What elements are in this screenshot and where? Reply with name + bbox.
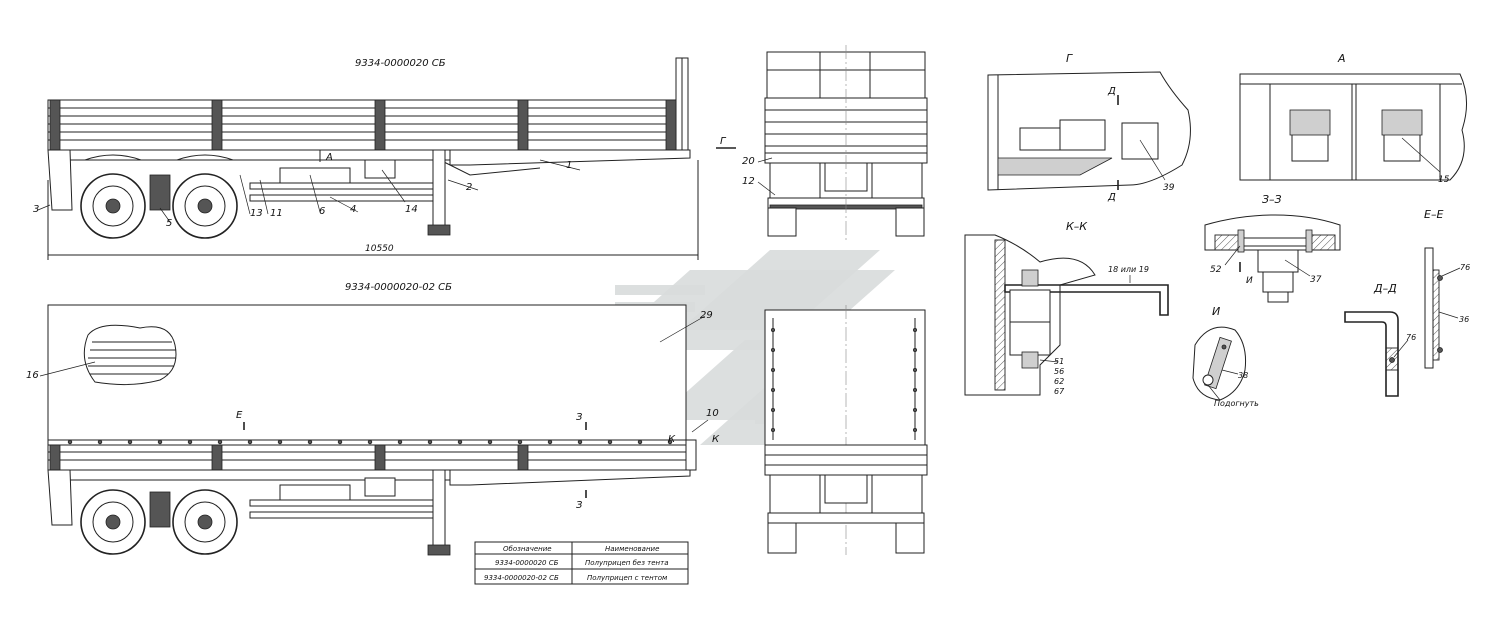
callout-stack-4: 67 (1054, 387, 1065, 396)
side-view-bottom: 9334-0000020-02 СБ (26, 282, 720, 556)
callout-2: 2 (466, 182, 472, 193)
callout-12: 12 (742, 176, 755, 187)
section-mark-d-top: Д (1107, 86, 1116, 97)
callout-18-or-19: 18 или 19 (1108, 265, 1149, 274)
section-mark-z-bottom: З (576, 500, 583, 511)
side-view-top: 9334-0000020 СБ (33, 57, 736, 260)
section-mark-z-top: З (576, 412, 583, 423)
detail-i-title: И (1212, 305, 1220, 318)
rear-tent-grommets (771, 327, 918, 432)
detail-g-title: Г (1066, 52, 1073, 65)
callout-6: 6 (319, 206, 325, 217)
section-mark-d-bottom: Д (1107, 192, 1116, 203)
table-cell-0-1: Полуприцеп без тента (585, 559, 669, 567)
callout-1: 1 (566, 160, 572, 171)
top-view-title: 9334-0000020 СБ (355, 58, 446, 69)
callout-38: 38 (1238, 371, 1248, 380)
callout-11: 11 (270, 208, 283, 219)
tent-grommets (67, 439, 673, 445)
callout-52: 52 (1210, 265, 1222, 275)
detail-d-d: Д–Д 76 (1344, 282, 1416, 397)
section-mark-a: А (325, 152, 333, 163)
callout-stack-2: 56 (1054, 367, 1064, 376)
detail-i: И 38 Подогнуть (1192, 305, 1259, 408)
callout-36: 36 (1459, 315, 1469, 324)
callout-stack-3: 62 (1054, 377, 1064, 386)
callout-14: 14 (405, 204, 418, 215)
detail-ee-title: Е–Е (1424, 208, 1443, 221)
callout-39: 39 (1163, 183, 1175, 193)
rear-view-bottom (764, 305, 928, 555)
callout-76-e: 76 (1460, 263, 1470, 272)
callout-4: 4 (350, 204, 356, 215)
callout-20: 20 (742, 156, 755, 167)
section-mark-g: Г (720, 136, 727, 147)
designation-table: Обозначение Наименование 9334-0000020 СБ… (474, 541, 689, 585)
detail-dd-title: Д–Д (1373, 282, 1397, 295)
callout-16: 16 (26, 370, 39, 381)
section-mark-k-right: К (712, 434, 720, 445)
detail-k-k: К–К 18 или 19 51 56 62 67 (964, 220, 1169, 396)
table-cell-1-0: 9334-0000020-02 СБ (484, 574, 559, 582)
detail-z-z: З–З 37 52 И (1204, 193, 1341, 303)
callout-podognut: Подогнуть (1214, 399, 1259, 408)
section-mark-i: И (1246, 276, 1253, 286)
callout-76-d: 76 (1406, 333, 1416, 342)
callout-3: 3 (33, 204, 39, 215)
callout-37: 37 (1310, 275, 1322, 285)
callout-5: 5 (166, 218, 172, 229)
length-dimension: 10550 (365, 244, 394, 254)
callout-15: 15 (1438, 175, 1450, 185)
table-header-designation: Обозначение (503, 545, 552, 553)
detail-e-e: Е–Е 76 36 (1424, 208, 1470, 369)
rear-view-top: 20 12 (742, 45, 928, 240)
table-cell-0-0: 9334-0000020 СБ (495, 559, 559, 567)
detail-a: А 15 (1239, 52, 1467, 185)
detail-g: Г 39 Д Д (987, 52, 1191, 203)
section-mark-k-left: К (668, 434, 676, 445)
callout-10: 10 (706, 408, 719, 419)
table-header-name: Наименование (605, 545, 659, 553)
callout-13: 13 (250, 208, 263, 219)
callout-29: 29 (700, 310, 713, 321)
detail-kk-title: К–К (1066, 220, 1088, 233)
table-cell-1-1: Полуприцеп с тентом (587, 574, 668, 582)
detail-a-title: А (1337, 52, 1346, 65)
bottom-view-title: 9334-0000020-02 СБ (345, 282, 452, 293)
detail-zz-title: З–З (1262, 193, 1282, 206)
section-mark-e: Е (236, 410, 243, 421)
callout-stack-1: 51 (1054, 357, 1064, 366)
